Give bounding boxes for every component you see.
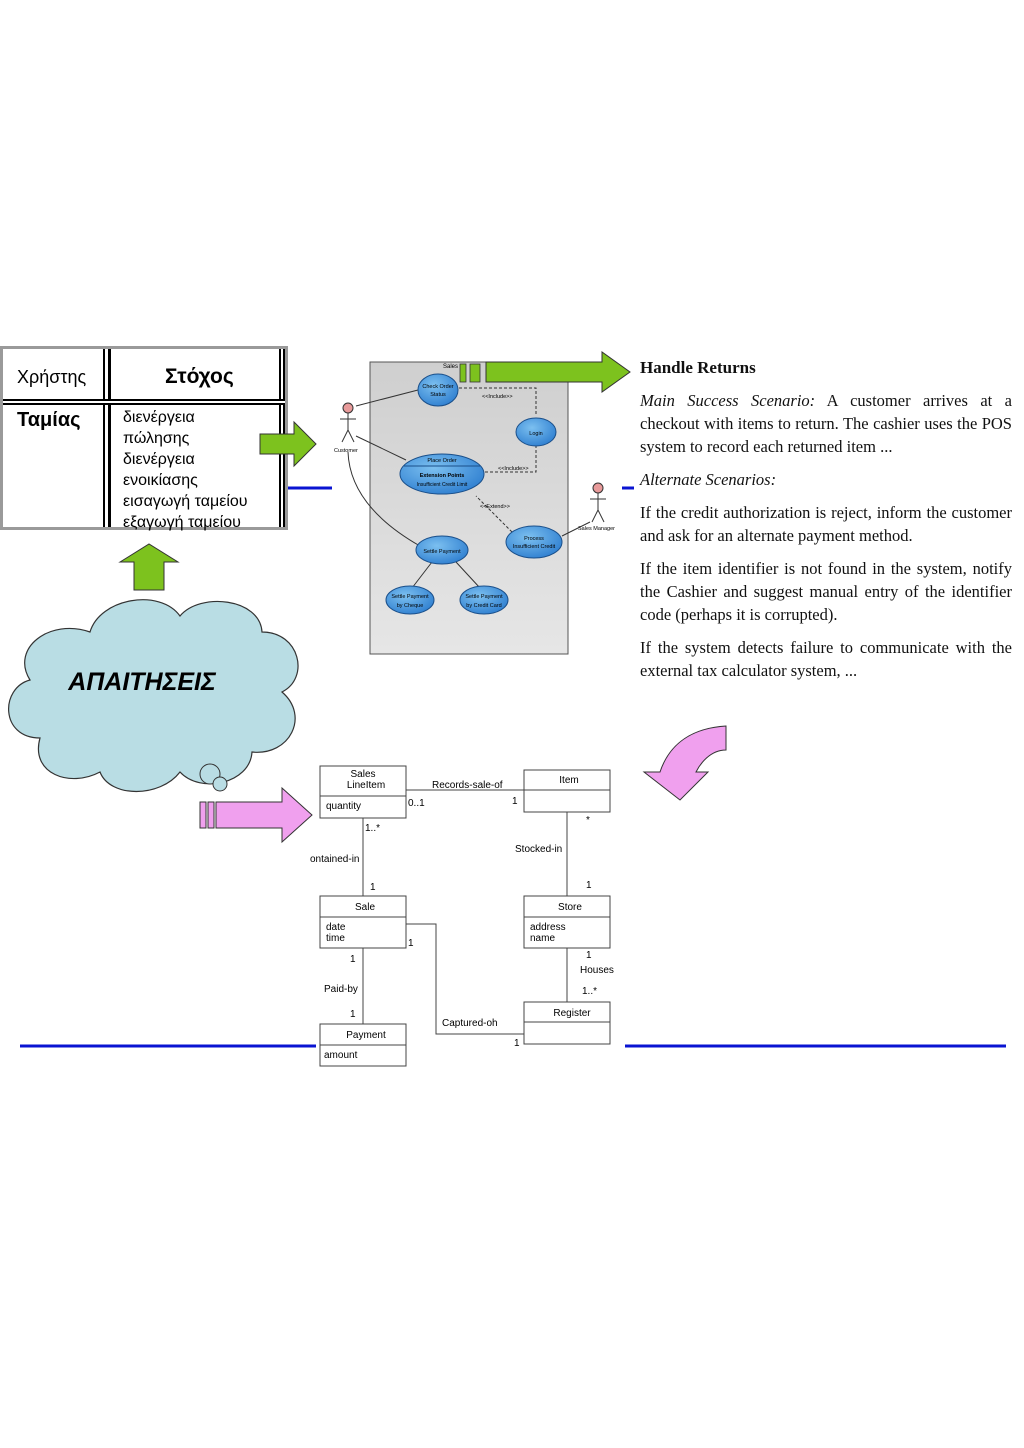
multiplicity: * [586, 815, 590, 826]
multiplicity: 1..* [365, 823, 380, 834]
use-case-label: Settle Payment [465, 594, 503, 600]
use-case-check-order [417, 373, 459, 407]
pink-curved-arrow-icon [642, 725, 727, 801]
class-sale [319, 895, 407, 949]
class-name: Sale [355, 902, 375, 913]
use-case-diagram: Sales Customer Sales Manager <<Include>>… [334, 361, 615, 655]
assoc-label: Stocked-in [515, 844, 562, 855]
actor-sales-manager-label: Sales Manager [578, 526, 615, 532]
class-sales-line-item [319, 765, 407, 819]
multiplicity: 1 [408, 938, 414, 949]
multiplicity: 1..* [582, 986, 597, 997]
goal-line: ενοικίασης [123, 472, 198, 489]
use-case-label: by Credit Card [466, 603, 501, 609]
actor-cashier: Ταμίας [17, 409, 81, 431]
goal-line: διενέργεια [123, 451, 195, 468]
use-case-place-order [399, 453, 485, 495]
green-arrow-right-icon [459, 363, 481, 383]
multiplicity: 1 [514, 1038, 520, 1049]
assoc-label: ontained-in [310, 854, 359, 865]
main-scenario-text: A customer arrives at a checkout with it… [640, 391, 1012, 456]
use-case-label: by Cheque [397, 603, 424, 609]
use-case-label: Check Order [422, 384, 453, 390]
goal-line: εισαγωγή ταμείου [123, 493, 248, 510]
class-attr: date [326, 922, 346, 933]
class-name: Store [558, 902, 582, 913]
class-attr: amount [324, 1050, 358, 1061]
alternate-scenario: If the system detects failure to communi… [640, 638, 1012, 680]
class-attr: name [530, 933, 555, 944]
multiplicity: 1 [350, 954, 356, 965]
goal-line: πώλησης [123, 430, 190, 447]
use-case-label: Settle Payment [423, 549, 461, 555]
main-scenario: Main Success Scenario: A customer arrive… [640, 389, 1012, 458]
class-name: Payment [346, 1030, 386, 1041]
use-case-label: Place Order [427, 458, 457, 464]
assoc-label: Paid-by [324, 984, 358, 995]
class-name: Item [559, 775, 578, 786]
goal-line: εξαγωγή ταμείου [123, 514, 241, 531]
requirements-cloud: ΑΠΑΙΤΗΣΕΙΣ [8, 599, 299, 792]
class-attr: time [326, 933, 345, 944]
multiplicity: 1 [586, 880, 592, 891]
use-case-login [515, 417, 557, 447]
multiplicity: 1 [370, 882, 376, 893]
class-item [523, 769, 611, 813]
main-scenario-label: Main Success Scenario: [640, 391, 816, 410]
assoc-label: Records-sale-of [432, 780, 503, 791]
class-name: LineItem [347, 780, 385, 791]
multiplicity: 0..1 [408, 798, 425, 809]
use-case-label: Settle Payment [391, 594, 429, 600]
green-arrow-right-icon [485, 351, 631, 393]
green-arrow-right-icon [259, 420, 317, 468]
extend-label: <<Extend>> [480, 504, 510, 510]
use-case-label: Login [529, 431, 542, 437]
use-case-settle-payment [415, 535, 469, 565]
system-label: Sales [443, 364, 458, 370]
class-store [523, 895, 611, 949]
class-diagram: Sales LineItem quantity Item Sale date t… [310, 765, 614, 1067]
green-arrow-up-icon [118, 543, 180, 591]
assoc-label: Captured-oh [442, 1018, 498, 1029]
table-row-divider [3, 399, 285, 405]
multiplicity: 1 [586, 950, 592, 961]
multiplicity: 1 [512, 796, 518, 807]
actor-customer [340, 402, 356, 443]
class-attr: quantity [326, 801, 361, 812]
use-case-settle-cheque [385, 585, 435, 615]
use-case-process [505, 525, 563, 559]
alternate-scenario: If the credit authorization is reject, i… [640, 503, 1012, 545]
table-column-divider [103, 349, 111, 527]
multiplicity: 1 [350, 1009, 356, 1020]
header-goal: Στόχος [165, 365, 234, 388]
cloud-label: ΑΠΑΙΤΗΣΕΙΣ [67, 668, 217, 696]
alternate-scenario: If the item identifier is not found in t… [640, 559, 1012, 624]
goal-line: διενέργεια [123, 409, 195, 426]
class-name: Sales [350, 769, 375, 780]
include-label: <<Include>> [482, 394, 513, 400]
class-attr: address [530, 922, 566, 933]
class-name: Register [553, 1008, 591, 1019]
use-case-settle-card [459, 585, 509, 615]
scenario-title: Handle Returns [640, 358, 756, 377]
use-case-label: Status [430, 392, 446, 398]
actor-customer-label: Customer [334, 448, 358, 454]
use-case-label: Process [524, 536, 544, 542]
pink-arrow-right-icon [199, 786, 313, 844]
use-case-label: Insufficient Credit Limit [417, 482, 468, 488]
include-label: <<Include>> [498, 466, 529, 472]
alternate-scenarios-label: Alternate Scenarios: [640, 470, 777, 489]
actor-sales-manager [590, 482, 606, 523]
assoc-label: Houses [580, 965, 614, 976]
header-user: Χρήστης [17, 367, 87, 387]
use-case-scenario: Handle Returns Main Success Scenario: A … [640, 356, 1012, 692]
use-case-label: Extension Points [420, 473, 465, 479]
actor-goal-table: Χρήστης Στόχος Ταμίας διενέργεια πώλησης… [0, 346, 288, 531]
use-case-label: Insufficient Credit [513, 544, 556, 550]
